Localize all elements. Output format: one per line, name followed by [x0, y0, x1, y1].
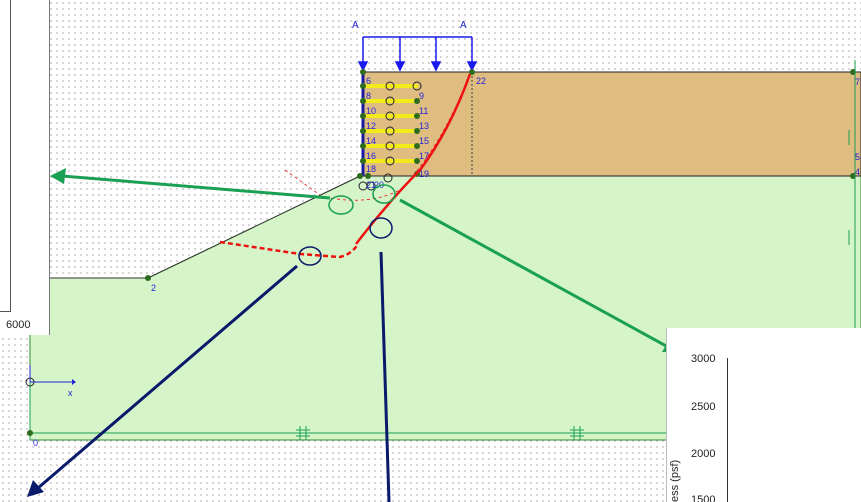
- boundary-markers: [296, 60, 856, 440]
- node-label: 11: [419, 106, 428, 116]
- node-label: 4: [855, 167, 860, 177]
- node-label: 0: [33, 438, 38, 448]
- slip-surface-dashed[interactable]: [219, 240, 360, 259]
- node-label: 14: [366, 136, 376, 146]
- slip-surface-thin: [284, 73, 471, 201]
- callout-circle-green-left[interactable]: [328, 195, 354, 215]
- right-chart-tick: 2000: [691, 448, 716, 460]
- callout-circle-navy-left[interactable]: [298, 246, 322, 266]
- right-chart-tick: 1500: [691, 494, 716, 502]
- node-label: 21: [366, 180, 376, 190]
- right-chart-tick: 3000: [691, 353, 716, 365]
- left-chart-tick: 6000: [6, 319, 31, 331]
- origin-axis: x: [25, 365, 76, 398]
- right-chart-ylabel: ess (psf): [669, 459, 681, 502]
- upper-soil-region[interactable]: [362, 71, 861, 177]
- callout-circle-green-right[interactable]: [372, 184, 396, 204]
- node-label: 6: [366, 76, 371, 86]
- right-chart-inset[interactable]: 3000 2500 2000 1500 ess (psf): [666, 328, 861, 502]
- section-marker-right: A: [460, 20, 467, 31]
- right-chart-axis: [727, 358, 861, 502]
- node-label: 20: [374, 180, 384, 190]
- node-label: 17: [419, 151, 429, 161]
- section-marker-left: A: [352, 20, 359, 31]
- node-label: 19: [419, 169, 429, 179]
- soil-nails[interactable]: [358, 81, 422, 191]
- node-label: 8: [366, 91, 371, 101]
- node-label: 22: [476, 76, 486, 86]
- distributed-load[interactable]: [357, 36, 478, 72]
- right-chart-tick: 2500: [691, 401, 716, 413]
- node-labels: 2 6 7 8 9 10 11 12 13 14 15 16 17 18 19 …: [33, 76, 860, 448]
- axis-x-label: x: [68, 388, 73, 398]
- node-label: 10: [366, 106, 376, 116]
- callout-circle-navy-right[interactable]: [369, 217, 393, 239]
- node-label: 2: [151, 283, 156, 293]
- node-label: 13: [419, 121, 429, 131]
- node-label: 18: [366, 164, 376, 174]
- node-label: 12: [366, 121, 376, 131]
- node-label: 5: [855, 152, 860, 162]
- node-label: 9: [419, 91, 424, 101]
- node-label: 16: [366, 151, 376, 161]
- callout-arrows: [27, 168, 680, 502]
- left-chart-inset[interactable]: 6000: [0, 0, 50, 335]
- node-label: 7: [855, 77, 860, 87]
- node-label: 15: [419, 136, 429, 146]
- slip-surface-solid[interactable]: [355, 73, 472, 245]
